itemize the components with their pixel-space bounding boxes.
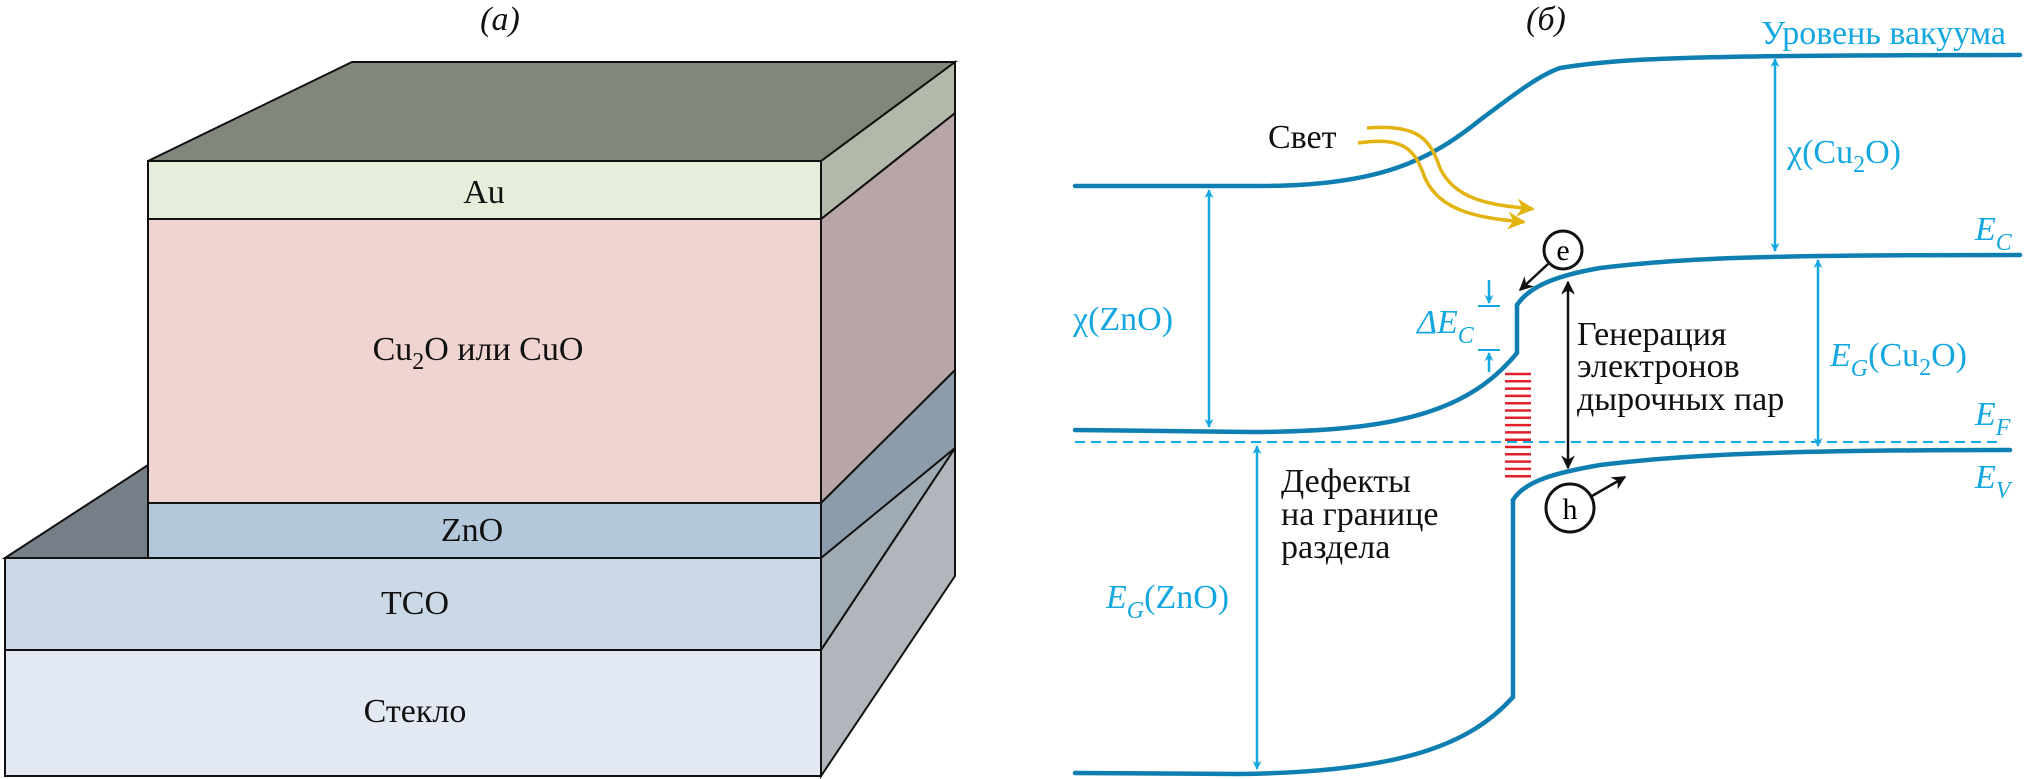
layer-cu2o [147,218,822,504]
defects-label-line-1: Дефекты [1281,463,1411,500]
layer-tco [4,557,822,651]
chi-cu2o-label: χ(Cu2O) [1786,134,1901,178]
hole-circle [1544,482,1596,534]
electron-label: e [1556,234,1569,267]
eg-zno-label: EG(ZnO) [1105,579,1229,624]
top-face [147,61,959,162]
generation-label-line-2: электронов [1577,348,1740,385]
panel-b-label: (б) [1526,1,1566,38]
hole-arrow [1591,475,1627,498]
label-cu2o: Cu2O или CuO [373,331,584,375]
defects-label-line-3: раздела [1281,529,1390,566]
generation-label-line-3: дырочных пар [1577,381,1784,418]
panel-a: (a) Au Cu2O или CuO ZnO TCO Стекло [1,1,959,779]
label-glass: Стекло [364,693,467,730]
eg-cu2o-label: EG(Cu2O) [1829,337,1967,382]
vacuum-level-line [1072,52,2023,189]
label-zno: ZnO [441,512,503,549]
conduction-band-cu2o [1514,252,2023,308]
delta-ec-label: ΔEC [1415,304,1475,349]
valence-band-cu2o [1510,447,2013,503]
label-au: Au [463,174,505,211]
vacuum-level-label: Уровень вакуума [1761,15,2006,52]
generation-label-line-1: Генерация [1577,316,1727,353]
light-ray-1 [1366,125,1535,217]
panel-b: (б) Уровень вакуума Свет χ(ZnO) χ(Cu2O) … [1072,1,2023,777]
layer-glass [4,649,822,777]
layer-au [147,160,822,220]
tco-top-ledge [1,463,149,559]
panel-a-label: (a) [480,1,520,38]
layer-zno [147,502,822,559]
light-ray-2 [1357,139,1526,230]
label-tco: TCO [381,585,449,622]
light-label: Свет [1268,119,1337,156]
interface-defects [1505,372,1531,478]
hole-label: h [1563,493,1578,526]
ef-label: EF [1974,396,2011,441]
electron-circle [1542,229,1584,271]
chi-zno-label: χ(ZnO) [1072,301,1173,338]
valence-band-zno [1072,497,1516,777]
electron-arrow [1518,263,1549,291]
defects-label-line-2: на границе [1281,496,1439,533]
conduction-band-zno [1072,302,1520,435]
ev-label: EV [1974,459,2013,504]
ec-label: EC [1974,211,2013,256]
